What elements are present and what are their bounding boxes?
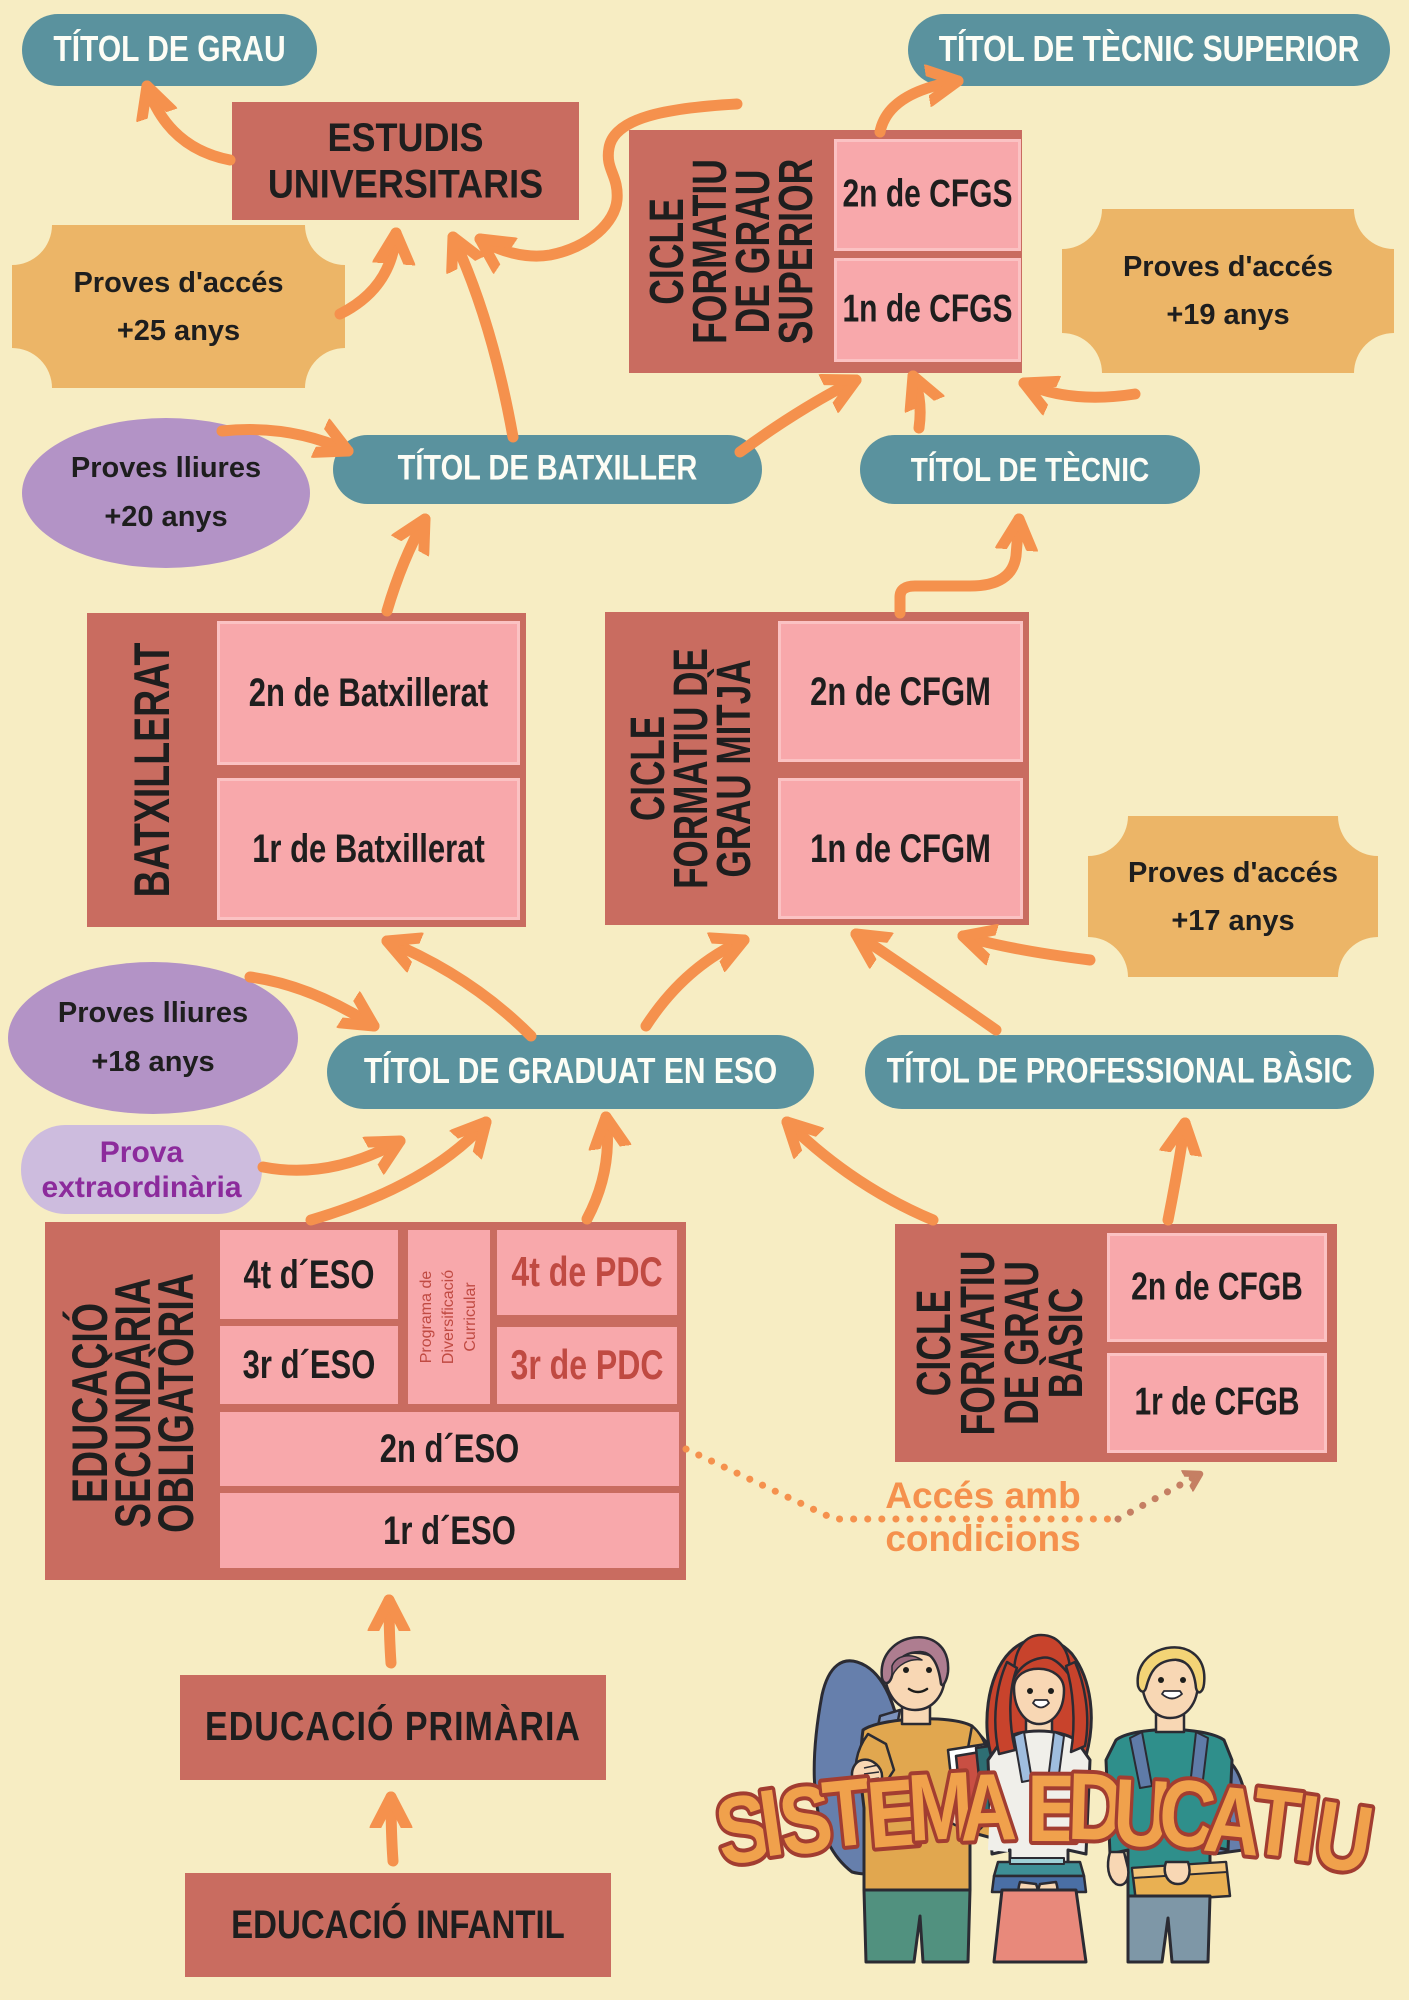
svg-text:E: E [1027,1756,1079,1862]
svg-text:S: S [773,1765,838,1877]
svg-text:C: C [1155,1759,1219,1869]
svg-text:A: A [1200,1765,1267,1876]
svg-text:U: U [1111,1759,1173,1868]
svg-text:D: D [1066,1753,1125,1861]
svg-text:A: A [958,1754,1017,1862]
svg-text:E: E [863,1759,923,1869]
svg-text:M: M [905,1752,976,1862]
